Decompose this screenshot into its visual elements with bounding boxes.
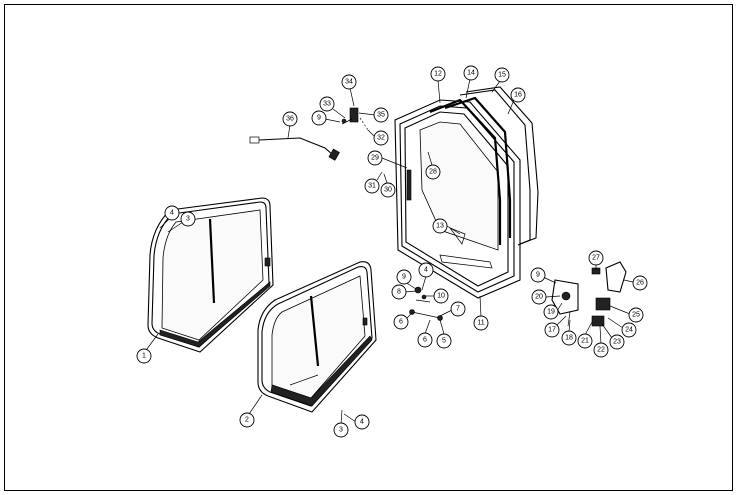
svg-text:20: 20 [535,294,543,301]
callout-24: 24 [607,317,637,338]
svg-text:9: 9 [317,115,321,122]
callout-35: 35 [358,107,389,123]
callout-14: 14 [463,65,479,99]
svg-text:9: 9 [402,274,406,281]
callout-11: 11 [473,295,489,331]
svg-text:2: 2 [245,417,249,424]
callout-15: 16 [507,87,526,115]
svg-text:26: 26 [636,280,644,287]
callout-16: 15 [491,67,510,93]
svg-text:23: 23 [613,339,621,346]
left-door-panel [147,197,274,353]
svg-text:17: 17 [548,327,556,334]
svg-text:3: 3 [339,427,343,434]
callout-4: 4 [159,205,180,229]
callout-22: 22 [593,325,609,358]
latch-assembly [551,261,627,327]
svg-text:11: 11 [477,320,484,327]
callout-25: 25 [609,305,644,323]
svg-text:14: 14 [467,70,475,77]
callout-10: 10 [426,288,449,304]
svg-text:4: 4 [360,419,364,426]
callout-32: 32 [367,129,389,146]
svg-text:34: 34 [345,79,353,86]
callout-23: 23 [601,323,625,350]
callout-4b: 4 [343,413,370,430]
right-door-panel [257,261,377,413]
callout-9b: 9 [530,267,557,284]
svg-text:24: 24 [625,327,633,334]
callout-13: 13 [432,218,461,235]
callout-9a: 9 [396,269,417,290]
svg-text:3: 3 [186,216,190,223]
callout-19: 19 [543,302,563,320]
svg-text:19: 19 [547,309,555,316]
svg-text:28: 28 [429,169,437,176]
svg-text:32: 32 [377,135,385,142]
svg-text:36: 36 [286,116,294,123]
svg-text:12: 12 [434,71,442,78]
svg-text:1: 1 [142,353,146,360]
top-hinge-assembly [341,107,369,131]
callout-20: 20 [531,289,561,305]
callout-28: 28 [425,151,441,180]
svg-text:15: 15 [498,72,506,79]
svg-text:29: 29 [371,155,379,162]
svg-text:4: 4 [170,210,174,217]
svg-text:9: 9 [536,272,540,279]
svg-text:6: 6 [423,337,427,344]
svg-text:33: 33 [323,101,331,108]
main-door-frame [394,86,539,299]
callout-17: 17 [544,315,567,338]
callout-12: 12 [430,66,446,104]
svg-text:25: 25 [632,312,640,319]
callout-18: 18 [561,319,577,346]
callout-6b: 6 [417,319,433,348]
callout-27: 27 [588,250,604,270]
callout-8: 8 [391,284,417,300]
svg-text:16: 16 [514,92,522,99]
callout-26: 26 [623,275,648,291]
svg-text:8: 8 [397,289,401,296]
callout-34: 34 [341,74,357,107]
svg-text:30: 30 [384,187,392,194]
svg-text:6: 6 [399,319,403,326]
callout-2: 2 [239,394,263,428]
callout-31: 31 [364,171,383,194]
callout-33: 33 [319,96,346,119]
svg-text:21: 21 [581,338,589,345]
callout-3b: 3 [333,409,349,438]
callout-3: 3 [167,211,196,233]
callout-5: 5 [436,319,452,349]
svg-text:27: 27 [592,255,600,262]
svg-text:35: 35 [377,112,385,119]
svg-text:7: 7 [456,306,460,313]
callout-21: 21 [577,321,593,349]
cable-assembly [249,136,340,161]
callout-1: 1 [136,333,159,364]
svg-text:18: 18 [565,335,573,342]
svg-text:4: 4 [424,267,428,274]
diagram-border [4,4,733,491]
svg-text:31: 31 [368,183,376,190]
callout-4c: 4 [418,262,434,291]
svg-text:10: 10 [437,293,445,300]
svg-text:13: 13 [436,223,444,230]
callout-6a: 6 [393,312,413,330]
callout-29: 29 [367,150,408,169]
callout-36: 36 [282,111,298,139]
callout-7: 7 [439,301,466,317]
callout-30: 30 [380,173,396,198]
callout-9c: 9 [311,110,341,126]
svg-text:5: 5 [442,338,446,345]
svg-text:22: 22 [597,347,605,354]
hinge-pin-assembly [409,286,443,321]
